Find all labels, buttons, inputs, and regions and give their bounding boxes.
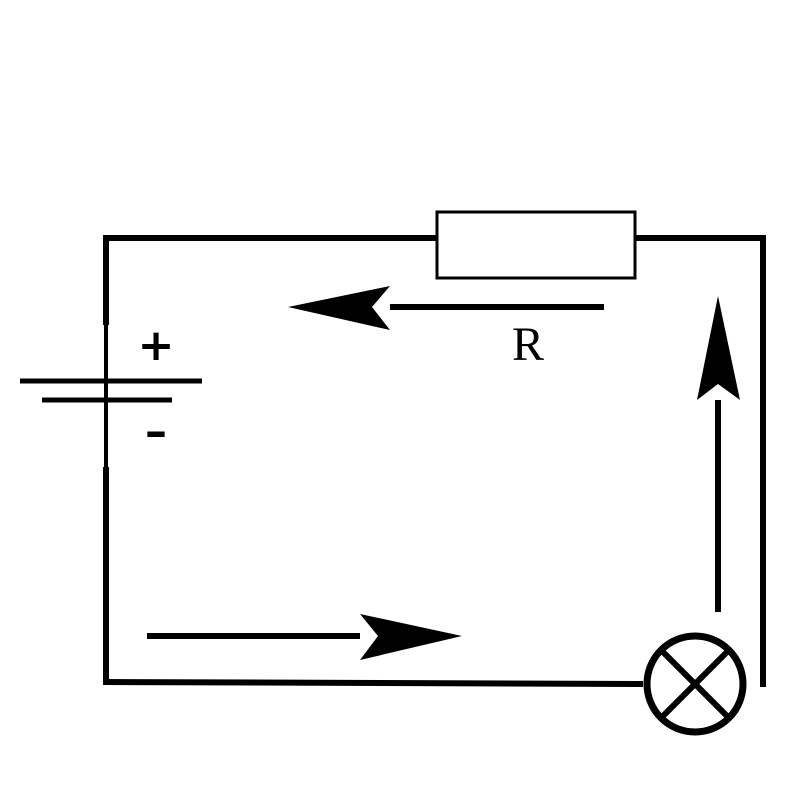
arrow-right-icon (147, 614, 462, 660)
lamp-cross-b (658, 647, 732, 721)
battery: + – (20, 310, 202, 468)
wires (102, 235, 766, 688)
arrow-left-icon (288, 286, 604, 330)
current-arrows (147, 286, 740, 660)
lamp (643, 632, 747, 736)
arrow-up-icon (697, 296, 740, 612)
battery-negative-sign: – (145, 406, 167, 457)
resistor-body (435, 210, 637, 280)
wire-bottom (102, 678, 644, 688)
resistor-label: R (512, 318, 544, 371)
battery-positive-sign: + (138, 320, 175, 371)
resistor: R (435, 210, 637, 371)
